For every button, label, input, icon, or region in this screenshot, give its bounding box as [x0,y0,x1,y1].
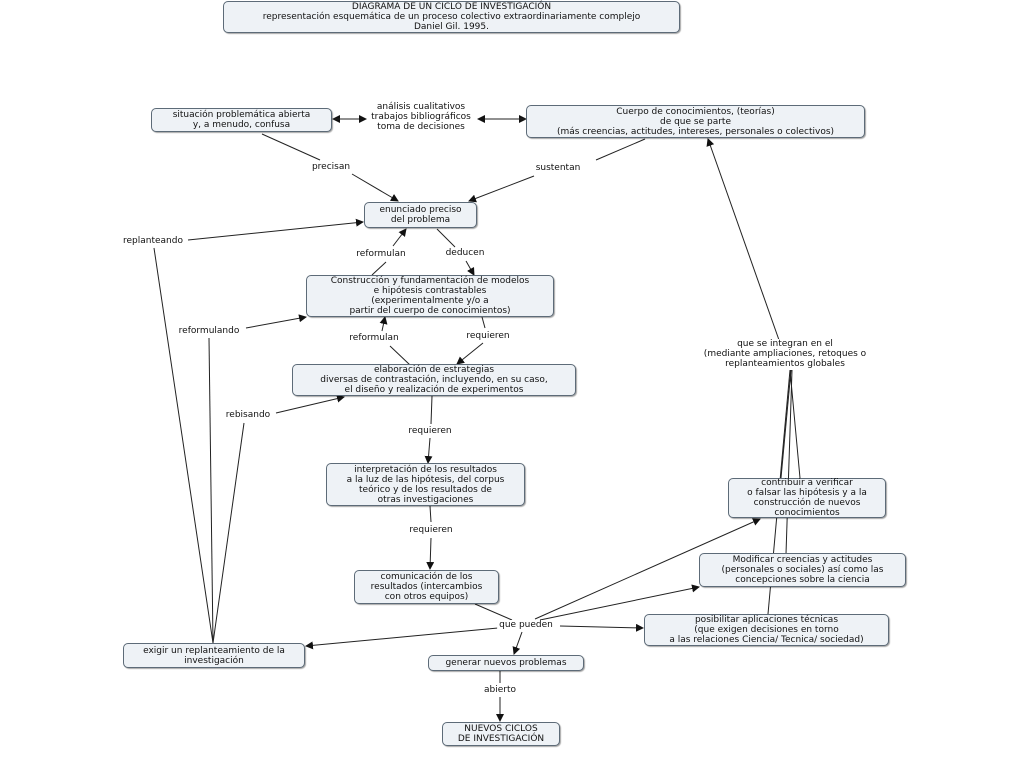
link-precisan-enunciado [351,173,399,202]
link-exigir-replanteando [153,247,214,644]
node-enunciado: enunciado preciso del problema [364,202,477,228]
link-reformulan-enunciado [392,228,407,247]
node-construccion: Construcción y fundamentación de modelos… [306,275,554,317]
link-interpretacion-requieren [429,505,432,523]
link-enunciado-deducen [436,228,456,248]
label-deducen: deducen [443,248,487,258]
label-sustentan: sustentan [533,163,583,173]
link-integran-cuerpo [706,138,780,341]
link-que-pueden-exigir [305,627,499,650]
label-reformulan-1: reformulan [354,249,408,259]
label-precisan: precisan [309,162,353,172]
link-requieren-interpretacion [424,437,433,464]
label-integran: que se integran en el (mediante ampliaci… [701,339,869,369]
link-requieren-comunicacion [426,537,435,570]
label-requieren-3: requieren [407,525,455,535]
link-requieren-elaboracion [456,342,484,365]
diagram-title: DIAGRAMA DE UN CICLO DE INVESTIGACIÓN re… [223,1,680,33]
node-exigir: exigir un replanteamiento de la investig… [123,643,305,668]
link-que-pueden-contribuir [534,518,761,620]
node-nuevos: NUEVOS CICLOS DE INVESTIGACIÓN [442,722,560,746]
link-rebisando-elaboracion [275,394,345,414]
link-cuerpo-sustentan [595,138,646,161]
node-comunicacion: comunicación de los resultados (intercam… [354,570,499,604]
node-cuerpo: Cuerpo de conocimientos, (teorías) de qu… [526,105,865,138]
link-que-pueden-posibilitar [559,623,644,632]
node-generar: generar nuevos problemas [428,655,584,671]
link-exigir-reformulando [208,337,214,644]
node-posibilitar: posibilitar aplicaciones técnicas (que e… [644,614,889,646]
link-que-pueden-modificar [539,584,700,621]
link-que-pueden-generar [512,631,523,655]
link-construccion-reformulan [371,261,387,276]
link-construccion-requieren [481,316,486,329]
link-deducen-construccion [465,260,475,276]
label-rebisando: rebisando [223,410,273,420]
link-reformulan-construccion [379,316,388,332]
label-requieren-1: requieren [464,331,512,341]
label-abierto: abierto [481,685,519,695]
link-elaboracion-reformulan [389,345,411,366]
node-modificar: Modificar creencias y actitudes (persona… [699,553,906,587]
label-reformulando: reformulando [176,326,242,336]
link-reformulando-construccion [245,314,307,329]
link-sustentan-enunciado [468,175,535,203]
node-elaboracion: elaboración de estrategias diversas de c… [292,364,576,396]
node-situacion: situación problemática abierta y, a menu… [151,108,332,132]
link-modificar-integran [785,369,793,555]
label-analisis: análisis cualitativos trabajos bibliográ… [369,102,473,132]
node-interpretacion: interpretación de los resultados a la lu… [326,463,525,506]
label-requieren-2: requieren [406,426,454,436]
link-contribuir-integran-2 [789,369,801,479]
label-replanteando: replanteando [121,236,185,246]
link-elaboracion-requieren [430,395,433,425]
link-replanteando-enunciado [187,218,364,241]
link-situacion-precisan [261,133,321,161]
label-reformulan-2: reformulan [347,333,401,343]
link-exigir-rebisando [212,422,245,644]
node-contribuir: contribuir a verificar o falsar las hipó… [728,478,886,518]
label-que-pueden: que pueden [497,620,555,630]
link-contribuir-integran-1 [780,369,792,479]
link-comunicacion-que-pueden [474,603,513,621]
